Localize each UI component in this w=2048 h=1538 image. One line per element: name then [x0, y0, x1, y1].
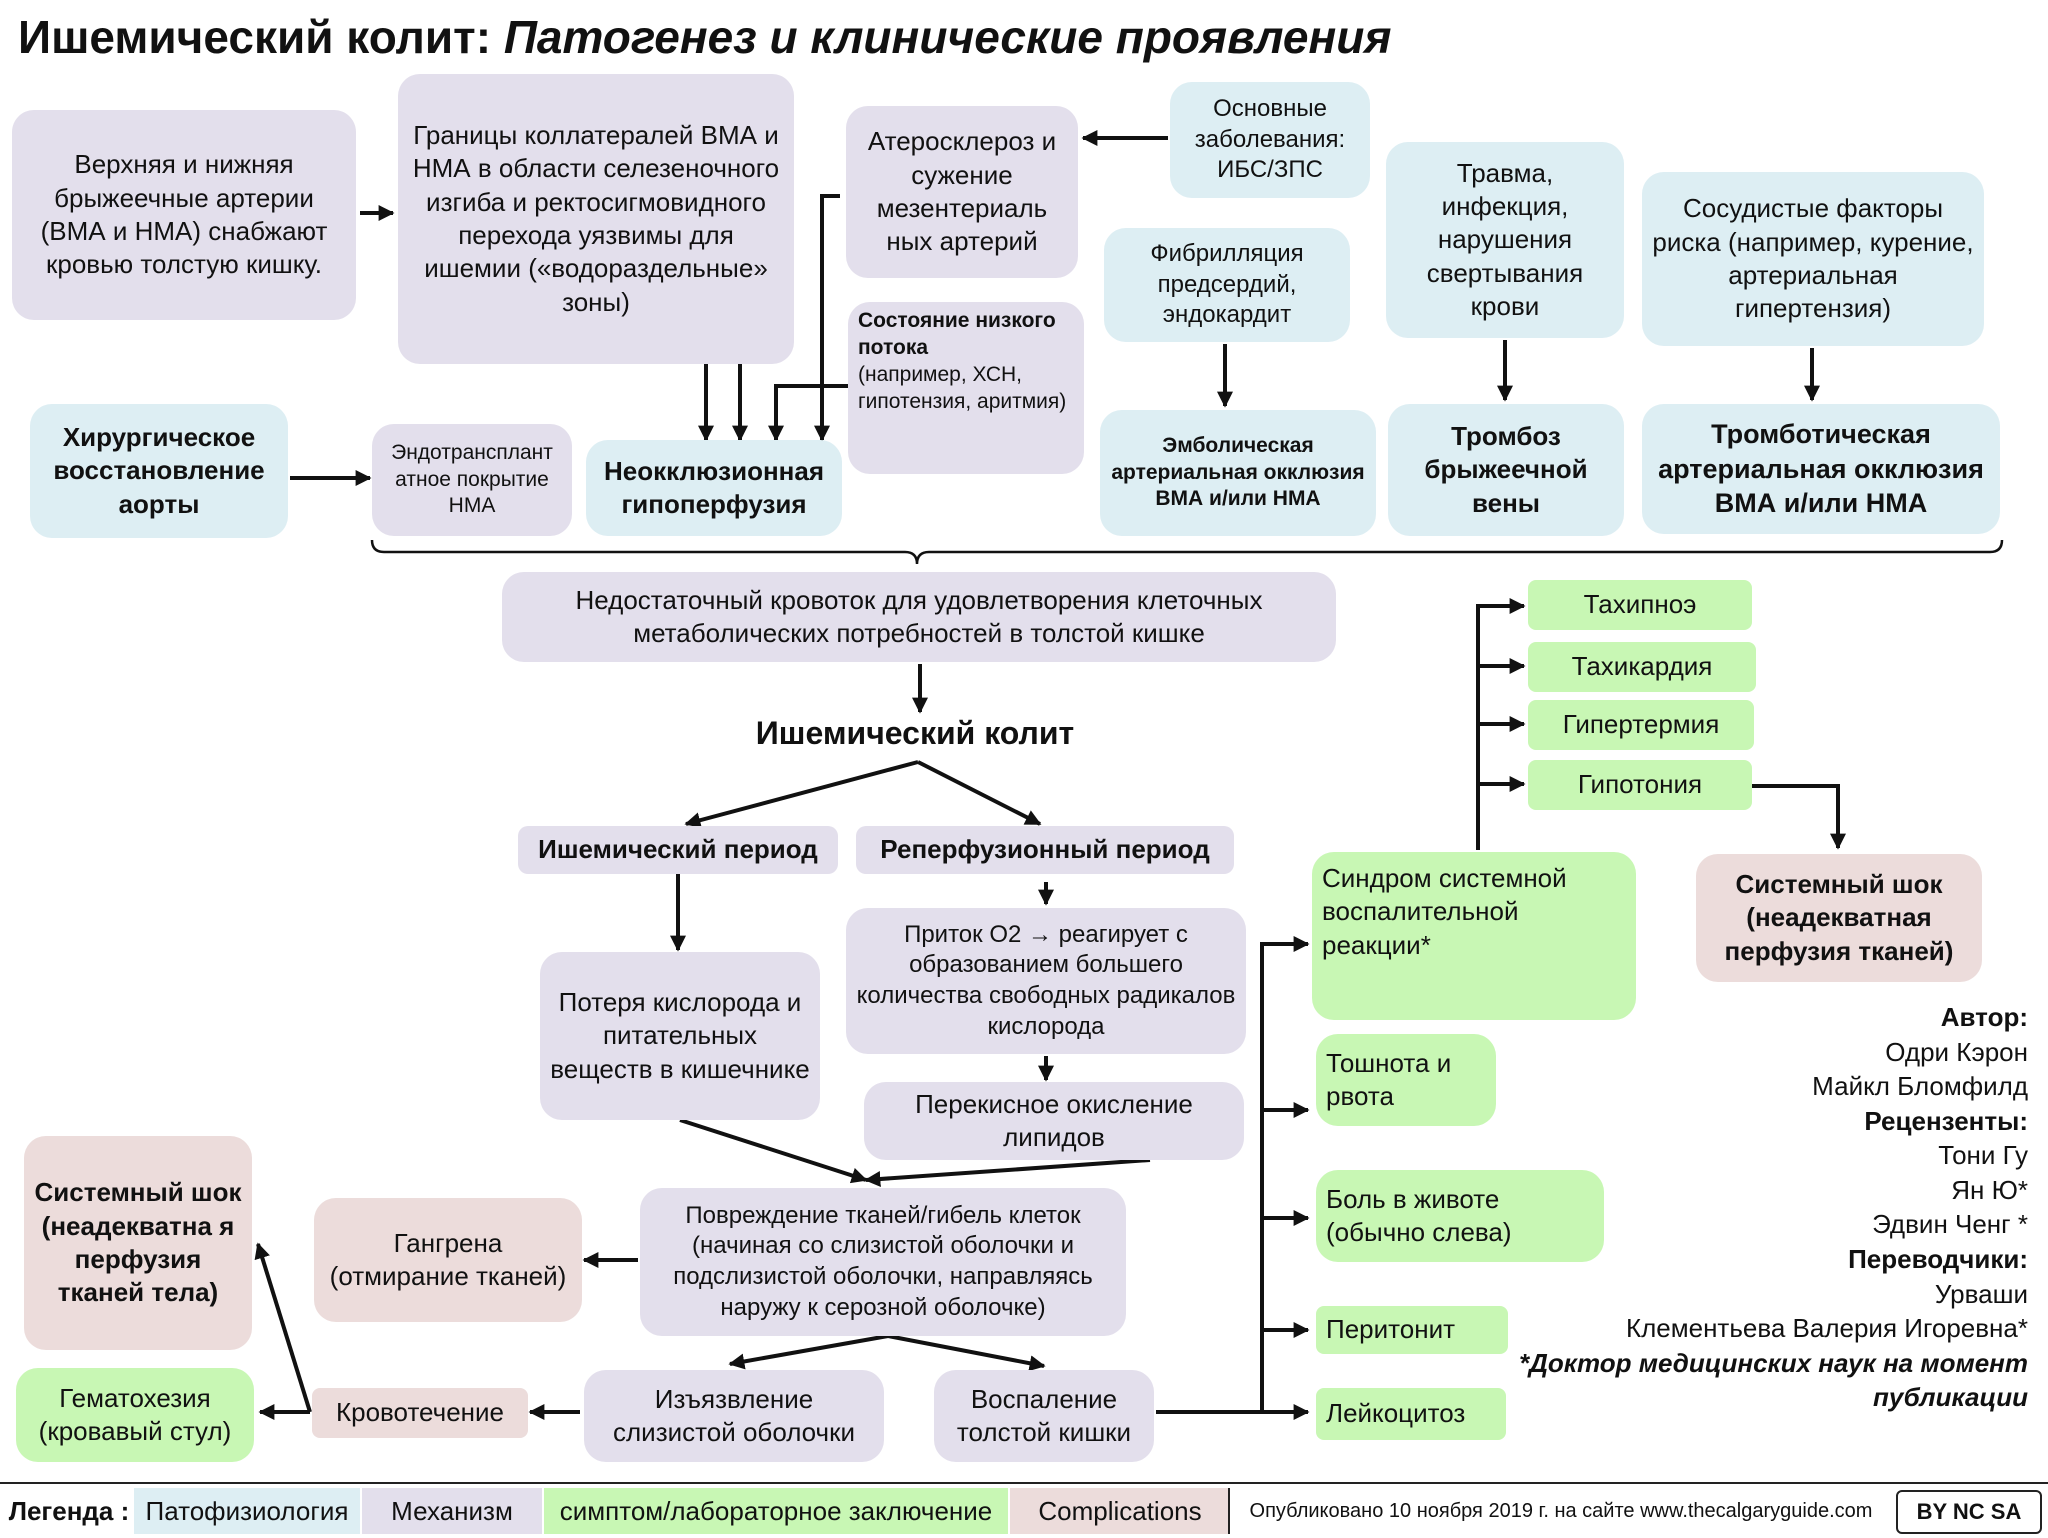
title-main: Ишемический колит:	[18, 11, 492, 63]
legend-published: Опубликовано 10 ноября 2019 г. на сайте …	[1228, 1488, 1892, 1534]
legend-label: Легенда :	[8, 1495, 130, 1526]
legend-mechanism: Механизм	[362, 1488, 542, 1534]
node-sma-ima: Верхняя и нижняя брыжеечные артерии (ВМА…	[12, 110, 356, 320]
node-nonocclusive: Неокклюзионная гипоперфузия	[586, 440, 842, 536]
node-hyperthermia: Гипертермия	[1528, 700, 1754, 750]
node-vascular-risk: Сосудистые факторы риска (например, куре…	[1642, 172, 1984, 346]
footnote: *Доктор медицинских наук на момент публи…	[1519, 1347, 2028, 1413]
page-title: Ишемический колит: Патогенез и клиническ…	[18, 10, 1391, 64]
node-tachycardia: Тахикардия	[1528, 642, 1756, 692]
node-tachypnea: Тахипноэ	[1528, 580, 1752, 630]
node-gangrene: Гангрена (отмирание тканей)	[314, 1198, 582, 1322]
node-ulceration: Изъязвление слизистой оболочки	[584, 1370, 884, 1462]
cc-license-text: BY NC SA	[1916, 1499, 2022, 1524]
node-reperfusion-period: Реперфузионный период	[856, 826, 1234, 874]
reviewer-3: Эдвин Ченг *	[1872, 1209, 2028, 1240]
author-2: Майкл Бломфилд	[1812, 1071, 2028, 1102]
node-insufficient-flow: Недостаточный кровоток для удовлетворени…	[502, 572, 1336, 662]
node-sirs: Синдром системной воспалительной реакции…	[1312, 852, 1636, 1020]
node-bleeding: Кровотечение	[312, 1388, 528, 1438]
node-shock-left: Системный шок (неадекватна я перфузия тк…	[24, 1136, 252, 1350]
node-peritonitis: Перитонит	[1316, 1306, 1508, 1354]
reviewer-2: Ян Ю*	[1951, 1174, 2028, 1205]
node-abd-pain: Боль в животе (обычно слева)	[1316, 1170, 1604, 1262]
translators-label: Переводчики:	[1848, 1244, 2028, 1275]
node-lipid-peroxidation: Перекисное окисление липидов	[864, 1082, 1244, 1160]
node-hematochezia: Гематохезия (кровавый стул)	[16, 1368, 254, 1462]
translator-2: Клементьева Валерия Игоревна*	[1625, 1313, 2028, 1344]
translator-1: Урваши	[1934, 1278, 2028, 1309]
node-watershed: Границы коллатералей ВМА и НМА в области…	[398, 74, 794, 364]
node-o2-influx: Приток О2 → реагирует с образованием бол…	[846, 908, 1246, 1054]
legend-pathophysiology: Патофизиология	[134, 1488, 360, 1534]
authors-block: Автор: Одри Кэрон Майкл Бломфилд Рецензе…	[1508, 1000, 2028, 1415]
reviewer-1: Тони Гу	[1938, 1140, 2028, 1171]
node-afib: Фибрилляция предсердий, эндокардит	[1104, 228, 1350, 342]
node-endograft: Эндотрансплант атное покрытие НМА	[372, 424, 572, 536]
low-flow-title: Состояние низкого потока	[858, 309, 1056, 359]
legend-symptom: симптом/лабораторное заключение	[544, 1488, 1008, 1534]
author-1: Одри Кэрон	[1885, 1036, 2028, 1067]
node-ischemic-colitis: Ишемический колит	[755, 714, 1075, 751]
low-flow-detail: (например, ХСН, гипотензия, аритмия)	[858, 362, 1067, 413]
node-hypotension: Гипотония	[1528, 760, 1752, 810]
title-sub: Патогенез и клинические проявления	[503, 11, 1392, 63]
node-mesenteric-vein: Тромбоз брыжеечной вены	[1388, 404, 1624, 536]
node-leukocytosis: Лейкоцитоз	[1316, 1388, 1506, 1440]
node-embolic: Эмболическая артериальная окклюзия ВМА и…	[1100, 410, 1376, 536]
cc-license-icon: BY NC SA	[1896, 1490, 2042, 1534]
node-colon-inflammation: Воспаление толстой кишки	[934, 1370, 1154, 1462]
node-comorbid: Основные заболевания: ИБС/ЗПС	[1170, 82, 1370, 198]
node-trauma: Травма, инфекция, нарушения свертывания …	[1386, 142, 1624, 338]
legend-complications: Complications	[1010, 1488, 1230, 1534]
author-label: Автор:	[1940, 1002, 2028, 1032]
node-aortic-repair: Хирургическое восстановление аорты	[30, 404, 288, 538]
node-low-flow: Состояние низкого потока (например, ХСН,…	[848, 302, 1084, 474]
node-shock-right: Системный шок (неадекватная перфузия тка…	[1696, 854, 1982, 982]
node-tissue-damage: Повреждение тканей/гибель клеток (начина…	[640, 1188, 1126, 1336]
legend-bar: Легенда : Патофизиология Механизм симпто…	[0, 1482, 2048, 1538]
node-ischemic-period: Ишемический период	[518, 826, 838, 874]
node-loss-oxygen: Потеря кислорода и питательных веществ в…	[540, 952, 820, 1120]
node-nausea: Тошнота и рвота	[1316, 1034, 1496, 1126]
node-atherosclerosis: Атеросклероз и сужение мезентериаль ных …	[846, 106, 1078, 278]
node-thrombotic: Тромботическая артериальная окклюзия ВМА…	[1642, 404, 2000, 534]
reviewers-label: Рецензенты:	[1864, 1105, 2028, 1136]
